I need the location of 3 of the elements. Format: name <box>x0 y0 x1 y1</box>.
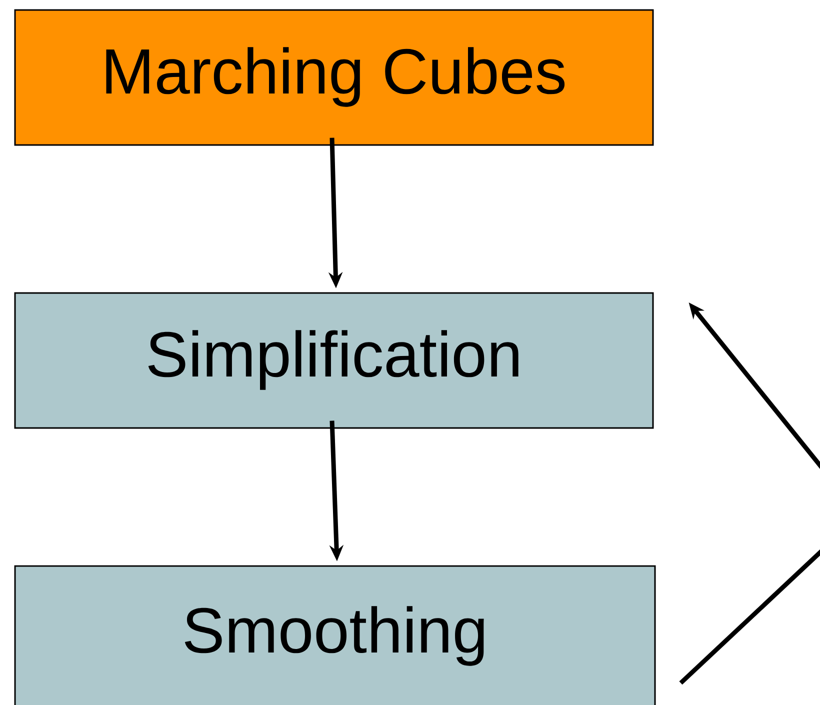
process-box: Marching Cubes <box>14 9 654 146</box>
process-box: Smoothing <box>14 565 656 705</box>
process-box: Simplification <box>14 292 654 429</box>
